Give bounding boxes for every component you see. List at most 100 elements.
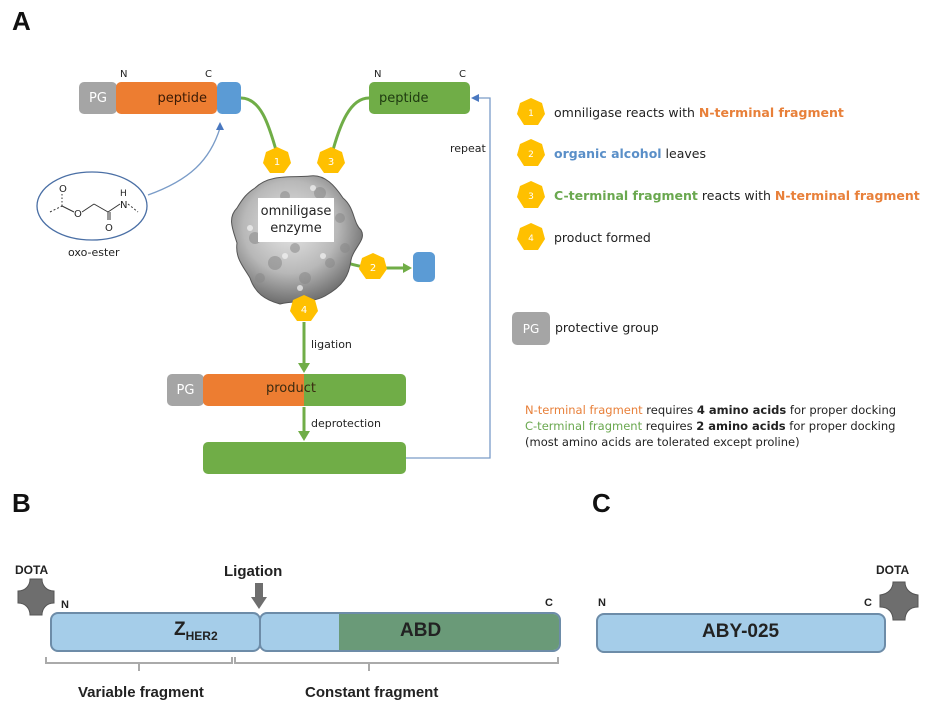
- step-3-badge: 3: [317, 147, 345, 173]
- legend-2-part-a: organic alcohol: [554, 145, 662, 161]
- panel-label-a: A: [12, 6, 31, 36]
- legend-text-4: product formed: [554, 230, 651, 245]
- connector-oxo-ester-to-leaving-group: [147, 127, 221, 196]
- c-fragment-peptide-box: peptide: [369, 82, 470, 114]
- note-1-pre: requires: [642, 403, 697, 417]
- variable-fragment-label: Variable fragment: [78, 684, 204, 701]
- abd-label: ABD: [400, 620, 442, 641]
- legend-step-2-number: 2: [528, 150, 534, 160]
- enzyme-label-line2: enzyme: [270, 221, 322, 236]
- product-c-part: [304, 374, 406, 406]
- legend-3-part-a: C-terminal fragment: [554, 187, 698, 203]
- repeat-label: repeat: [450, 142, 486, 155]
- legend-item-3: 3 C-terminal fragment reacts with N-term…: [515, 180, 920, 210]
- pg-legend-box-label: PG: [522, 321, 540, 336]
- z-her2-main: Z: [174, 619, 186, 640]
- repeat-loop-line: [406, 97, 491, 459]
- aby-025-label: ABY-025: [702, 621, 780, 642]
- deprotection-arrowhead: [298, 431, 310, 441]
- legend-1-part-b: N-terminal fragment: [698, 104, 844, 120]
- note-c-terminal: C-terminal fragment requires 2 amino aci…: [525, 418, 895, 434]
- product-label: product: [266, 381, 317, 396]
- legend-2-part-b: leaves: [661, 145, 706, 161]
- legend-text-2: organic alcohol leaves: [554, 146, 706, 161]
- product-pg-label: PG: [176, 382, 195, 398]
- step-1-number: 1: [274, 157, 280, 168]
- legend-step-1-badge: 1: [517, 98, 545, 125]
- ligation-arrowhead: [298, 363, 310, 373]
- repeat-arrowhead: [471, 94, 479, 102]
- legend-item-4: 4 product formed: [515, 222, 651, 252]
- z-her2-domain: [50, 612, 261, 652]
- note-n-terminal: N-terminal fragment requires 4 amino aci…: [525, 402, 896, 418]
- ligation-step-label: ligation: [311, 338, 352, 351]
- constant-fragment-label: Constant fragment: [305, 684, 439, 701]
- variable-fragment-bracket: [45, 657, 233, 671]
- step-1-badge: 1: [263, 147, 291, 173]
- product-n-part: [203, 374, 305, 406]
- panel-b-dota-label: DOTA: [15, 563, 49, 577]
- fragment-brackets: [45, 657, 559, 671]
- n-fragment-peptide-label: peptide: [157, 90, 207, 106]
- oxo-ester-label: oxo-ester: [68, 246, 120, 259]
- pg-label: PG: [89, 90, 107, 106]
- ligation-site-label: Ligation: [224, 563, 283, 580]
- legend-step-4-number: 4: [528, 234, 534, 244]
- note-1-colored: N-terminal fragment: [525, 403, 643, 417]
- n-fragment-pg-box: PG: [79, 82, 117, 114]
- chem-o-ester: O: [74, 209, 82, 220]
- legend-step-2-badge: 2: [517, 139, 545, 166]
- legend-text-1: omniligase reacts with N-terminal fragme…: [554, 105, 844, 120]
- panel-b-n-label: N: [61, 599, 69, 611]
- step-4-number: 4: [301, 305, 307, 316]
- ester-leaving-group-box: [217, 82, 241, 114]
- n-fragment-peptide-box: peptide: [116, 82, 217, 114]
- legend-3-part-b: reacts with: [697, 187, 775, 203]
- note-2-bold: 2 amino acids: [696, 419, 786, 433]
- panel-label-c: C: [592, 488, 611, 518]
- panel-a-connectors: [147, 94, 491, 459]
- panel-b-c-label: C: [545, 597, 553, 609]
- z-her2-subscript: HER2: [185, 628, 218, 643]
- enzyme-label-line1: omniligase: [260, 204, 332, 219]
- note-2-pre: requires: [642, 419, 697, 433]
- step-4-badge: 4: [290, 295, 318, 321]
- constant-fragment-bracket: [234, 657, 559, 671]
- z-her2-label: ZHER2: [174, 619, 218, 643]
- note-2-post: for proper docking: [785, 419, 896, 433]
- pg-legend-text: protective group: [555, 320, 659, 335]
- panel-c-dota-label: DOTA: [876, 563, 910, 577]
- legend-step-3-badge: 3: [517, 181, 545, 208]
- legend-step-3-number: 3: [528, 192, 534, 202]
- legend-item-1: 1 omniligase reacts with N-terminal frag…: [515, 97, 844, 127]
- deprotection-step-label: deprotection: [311, 417, 381, 430]
- abd-domain: [339, 614, 559, 650]
- legend-4-part-a: product formed: [554, 229, 651, 245]
- step-2-number: 2: [370, 263, 376, 274]
- deprotected-product-box: [203, 442, 406, 474]
- panel-c-n-label: N: [598, 597, 606, 609]
- arrowhead-step2: [403, 263, 412, 273]
- aby-025-bar: [596, 613, 886, 653]
- legend-text-3: C-terminal fragment reacts with N-termin…: [554, 188, 920, 203]
- n-fragment-c-label: C: [205, 69, 212, 80]
- connector-n-fragment-to-step1: [240, 96, 278, 151]
- arrowhead-oxo-ester: [216, 122, 224, 130]
- organic-alcohol-box: [413, 252, 435, 282]
- chem-h: H: [120, 189, 127, 199]
- product-pg-box: PG: [167, 374, 204, 406]
- enzyme-label-box: omniligase enzyme: [258, 198, 334, 242]
- constant-fragment-bar: [259, 612, 561, 652]
- c-fragment-peptide-label: peptide: [379, 90, 429, 106]
- note-2-colored: C-terminal fragment: [525, 419, 643, 433]
- legend-step-1-number: 1: [528, 109, 534, 119]
- note-1-post: for proper docking: [786, 403, 897, 417]
- chem-n: N: [120, 200, 127, 211]
- connector-c-fragment-to-step3: [331, 96, 370, 151]
- note-proline: (most amino acids are tolerated except p…: [525, 435, 800, 449]
- step-3-number: 3: [328, 157, 334, 168]
- ligation-site-arrow-icon: [251, 583, 267, 609]
- legend-1-part-a: omniligase reacts with: [554, 104, 699, 120]
- legend-item-2: 2 organic alcohol leaves: [515, 138, 706, 168]
- panel-c-dota-icon: [879, 581, 919, 621]
